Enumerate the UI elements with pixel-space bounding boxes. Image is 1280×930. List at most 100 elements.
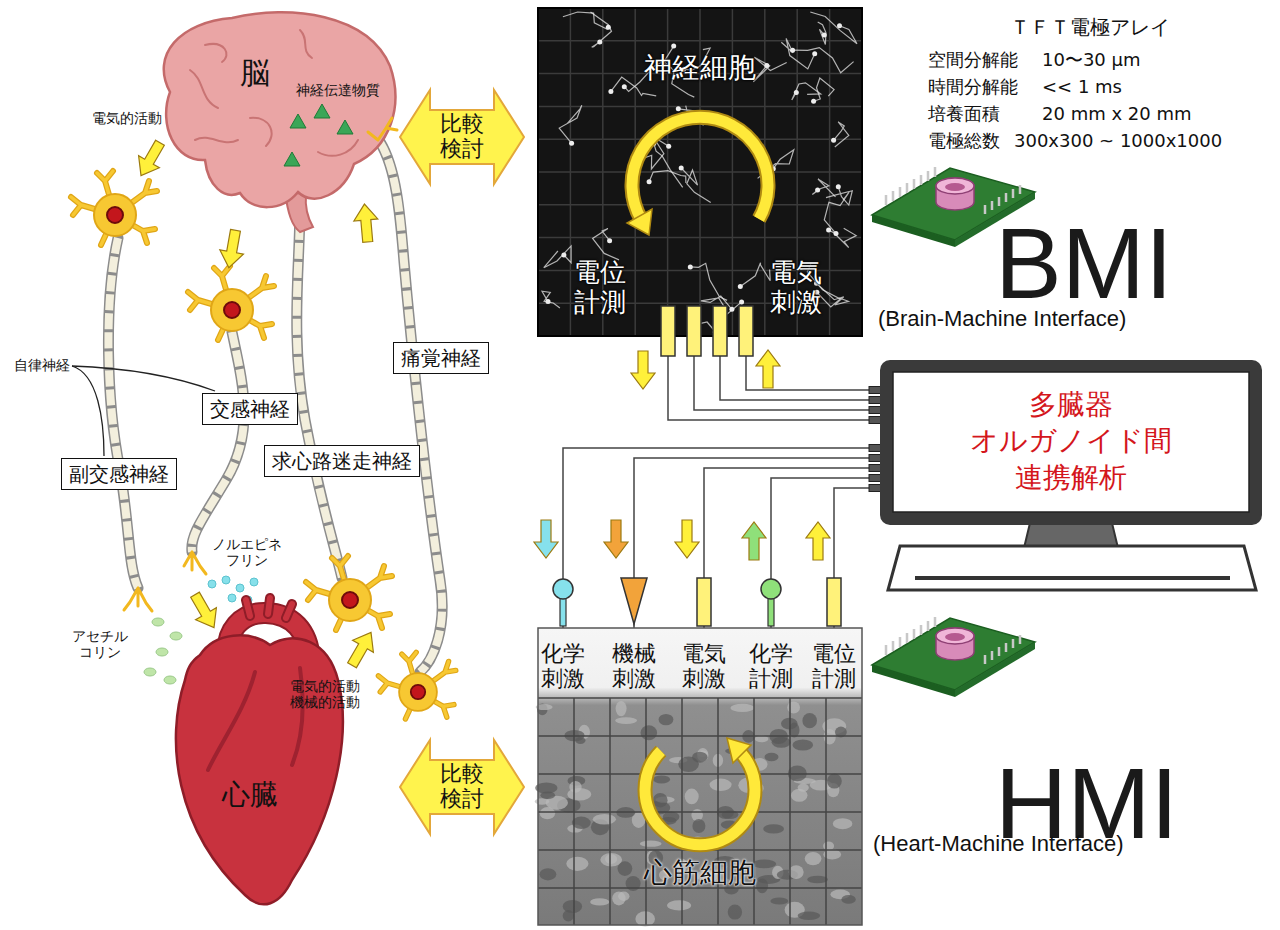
nerve-fibers [108, 142, 442, 672]
cardiac-shape [731, 704, 755, 712]
norepinephrine-dots [236, 584, 244, 592]
cardiac-shape [791, 789, 808, 802]
brain-shape [290, 114, 306, 128]
cardiac-shape [827, 578, 841, 626]
nerve-fibers [380, 142, 442, 672]
spec-value: 20 mm x 20 mm [1042, 104, 1191, 125]
annotation-label: 神経伝達物質 [296, 82, 380, 98]
cardiac-shape [789, 865, 804, 879]
neuron-cell [306, 556, 392, 630]
cardiac-shape [802, 713, 817, 728]
cardiac-shape [553, 579, 573, 599]
cardiac-shape [593, 814, 616, 825]
cardiac-shape [615, 717, 637, 724]
signal-arrow [131, 137, 171, 182]
cardiac-shape [805, 852, 822, 865]
monitor-shape [880, 360, 1262, 525]
brain-shape [314, 104, 330, 118]
signal-arrow [217, 228, 247, 270]
cardiac-shape [540, 868, 557, 880]
cardiac-shape [567, 788, 591, 801]
nerve-box: 痛覚神経 [393, 342, 489, 374]
neural-shape [824, 192, 849, 233]
neural-shape [829, 228, 857, 247]
neural-shape [739, 306, 753, 356]
neuron-culture-array: 神経細胞電位 計測電気 刺激 [538, 8, 862, 336]
brain-shape [318, 140, 358, 156]
compare-arrow: 比較 検討 [398, 738, 526, 836]
neuron-cell [71, 171, 456, 719]
cardiac-shape [692, 819, 705, 833]
node-text: 脳 [240, 56, 270, 91]
heart-shape [246, 598, 292, 618]
spec-value: 300x300 ~ 1000x1000 [1014, 131, 1222, 152]
neural-shape [829, 8, 831, 336]
cardiac-shape [667, 900, 691, 910]
brain-shape [205, 44, 227, 62]
electrode-board [872, 617, 1035, 697]
cardiac-shape [538, 735, 862, 737]
neural-shape [781, 38, 814, 69]
neural-shape [559, 105, 582, 143]
node-text: 化学 刺激 [541, 641, 585, 692]
node-text: 電気 刺激 [770, 258, 822, 318]
node-text: 心筋細胞 [644, 857, 756, 889]
annotation-label: アセチル コリン [72, 628, 128, 660]
monitor-stand [915, 576, 1230, 580]
cardiac-shape [538, 628, 862, 925]
node-text: 機械 刺激 [612, 641, 656, 692]
heart-shape [246, 598, 292, 618]
norepinephrine-dots [222, 576, 230, 584]
neural-shape [627, 209, 652, 235]
cardiac-shape [763, 824, 784, 833]
cardiac-shape [538, 773, 862, 775]
acetylcholine-dots [170, 632, 182, 640]
neural-shape [632, 117, 768, 219]
cardiac-shape [538, 811, 862, 813]
node-text: 比較 検討 [440, 112, 484, 161]
nerve-fibers [192, 332, 244, 552]
annotation-label: ノルエピネ フリン [212, 536, 282, 568]
node-text: 比較 検討 [440, 762, 484, 811]
neural-shape [681, 168, 711, 203]
cardiac-shape [685, 789, 699, 805]
cardiac-shape [616, 701, 627, 716]
neural-shape [812, 179, 835, 197]
annotation-label: 電気的活動 機械的活動 [290, 678, 360, 710]
annotation-label: 自律神経 [14, 357, 70, 373]
spec-value: 10〜30 μm [1042, 50, 1141, 71]
acetylcholine-dots [144, 618, 182, 684]
signal-arrow [342, 626, 382, 671]
cardiac-shape [823, 841, 834, 850]
node-text: 多臓器 オルガノイド間 連携解析 [970, 387, 1172, 496]
neuron-cell [188, 266, 274, 340]
annotation-label: 電気的活動 [92, 110, 162, 126]
spec-name: 時間分解能 [928, 77, 1018, 98]
node-text: 交感神経 [210, 396, 290, 422]
cardiac-shape [563, 910, 574, 921]
neural-shape [538, 204, 862, 206]
cardiac-shape [770, 897, 788, 904]
cardiac-shape [697, 578, 711, 626]
cardiac-shape [727, 738, 751, 763]
neuron-cell [378, 652, 455, 719]
signal-arrow [742, 522, 766, 560]
brain-shape [164, 12, 396, 207]
acetylcholine-dots [164, 676, 176, 684]
cardiac-shape [566, 857, 588, 871]
cardiac-shape [787, 702, 800, 714]
nerve-box: 交感神経 [202, 393, 298, 425]
cardiac-shape [756, 878, 768, 893]
node-text: 求心路迷走神経 [272, 448, 412, 474]
signal-arrow [534, 520, 558, 558]
cardiac-shape [765, 753, 779, 761]
neural-shape [538, 171, 862, 173]
signal-arrow [806, 522, 830, 560]
interface-title: BMI [995, 213, 1173, 313]
monitor-shape [893, 372, 1249, 512]
nerve-terminal [124, 588, 152, 611]
neural-shape [544, 246, 571, 268]
nerve-fibers [380, 142, 442, 672]
neural-shape [563, 12, 608, 29]
nerve-fibers [108, 238, 138, 588]
